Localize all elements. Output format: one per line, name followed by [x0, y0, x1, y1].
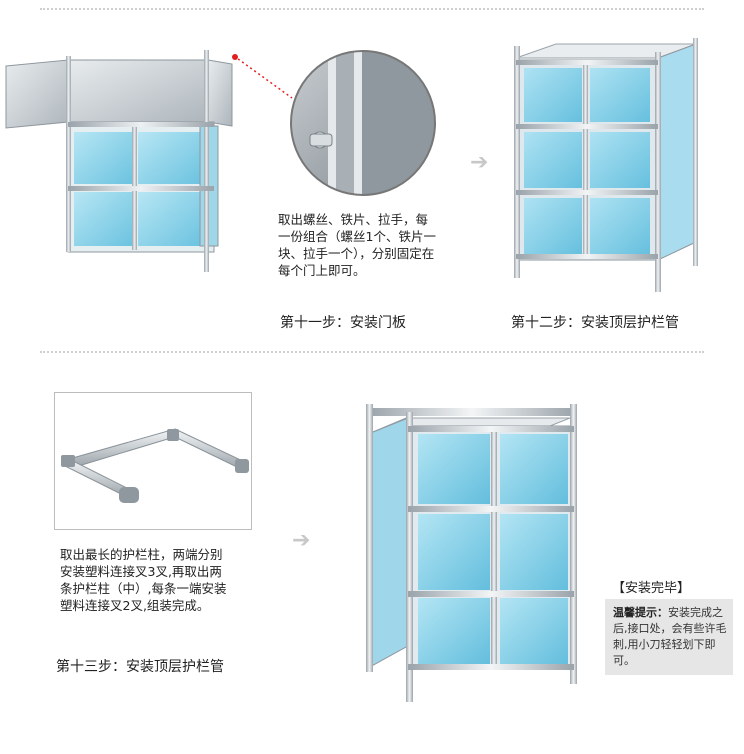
step13-instruction: 取出最长的护栏柱，两端分别 安装塑料连接叉3叉,再取出两 条护栏柱（中）,每条一…: [60, 547, 227, 613]
finished-cabinet-image: [366, 404, 577, 702]
chevron-right-icon: ➔: [470, 150, 489, 175]
step13-label: 第十三步：安装顶层护栏管: [56, 659, 224, 675]
tip-box: 温馨提示：安装完成之后,接口处，会有些许毛刺,用小刀轻轻划下即可。: [605, 599, 733, 675]
rail-frame-image-box: [54, 392, 252, 530]
rail-frame-image: [61, 428, 249, 503]
section-divider: [40, 351, 704, 353]
cabinet-open-doors-image: [5, 50, 233, 272]
callout-line: [232, 54, 293, 99]
tip-title: 温馨提示：: [613, 606, 668, 619]
chevron-right-icon: ➔: [292, 528, 311, 553]
tip-text: 温馨提示：安装完成之后,接口处，会有些许毛刺,用小刀轻轻划下即可。: [613, 605, 731, 669]
step12-label: 第十二步：安装顶层护栏管: [511, 315, 679, 331]
cabinet-step12-image: [514, 38, 698, 292]
top-divider: [40, 8, 704, 10]
step11-instruction: 取出螺丝、铁片、拉手，每 一份组合（螺丝1个、铁片一 块、拉手一个），分别固定在…: [278, 212, 436, 278]
step11-label: 第十一步：安装门板: [280, 315, 406, 331]
tip-body: 安装完成之后,接口处，会有些许毛刺,用小刀轻轻划下即可。: [613, 606, 727, 667]
done-title: 【安装完毕】: [612, 581, 691, 596]
handle-detail-zoom-image: [290, 50, 436, 196]
